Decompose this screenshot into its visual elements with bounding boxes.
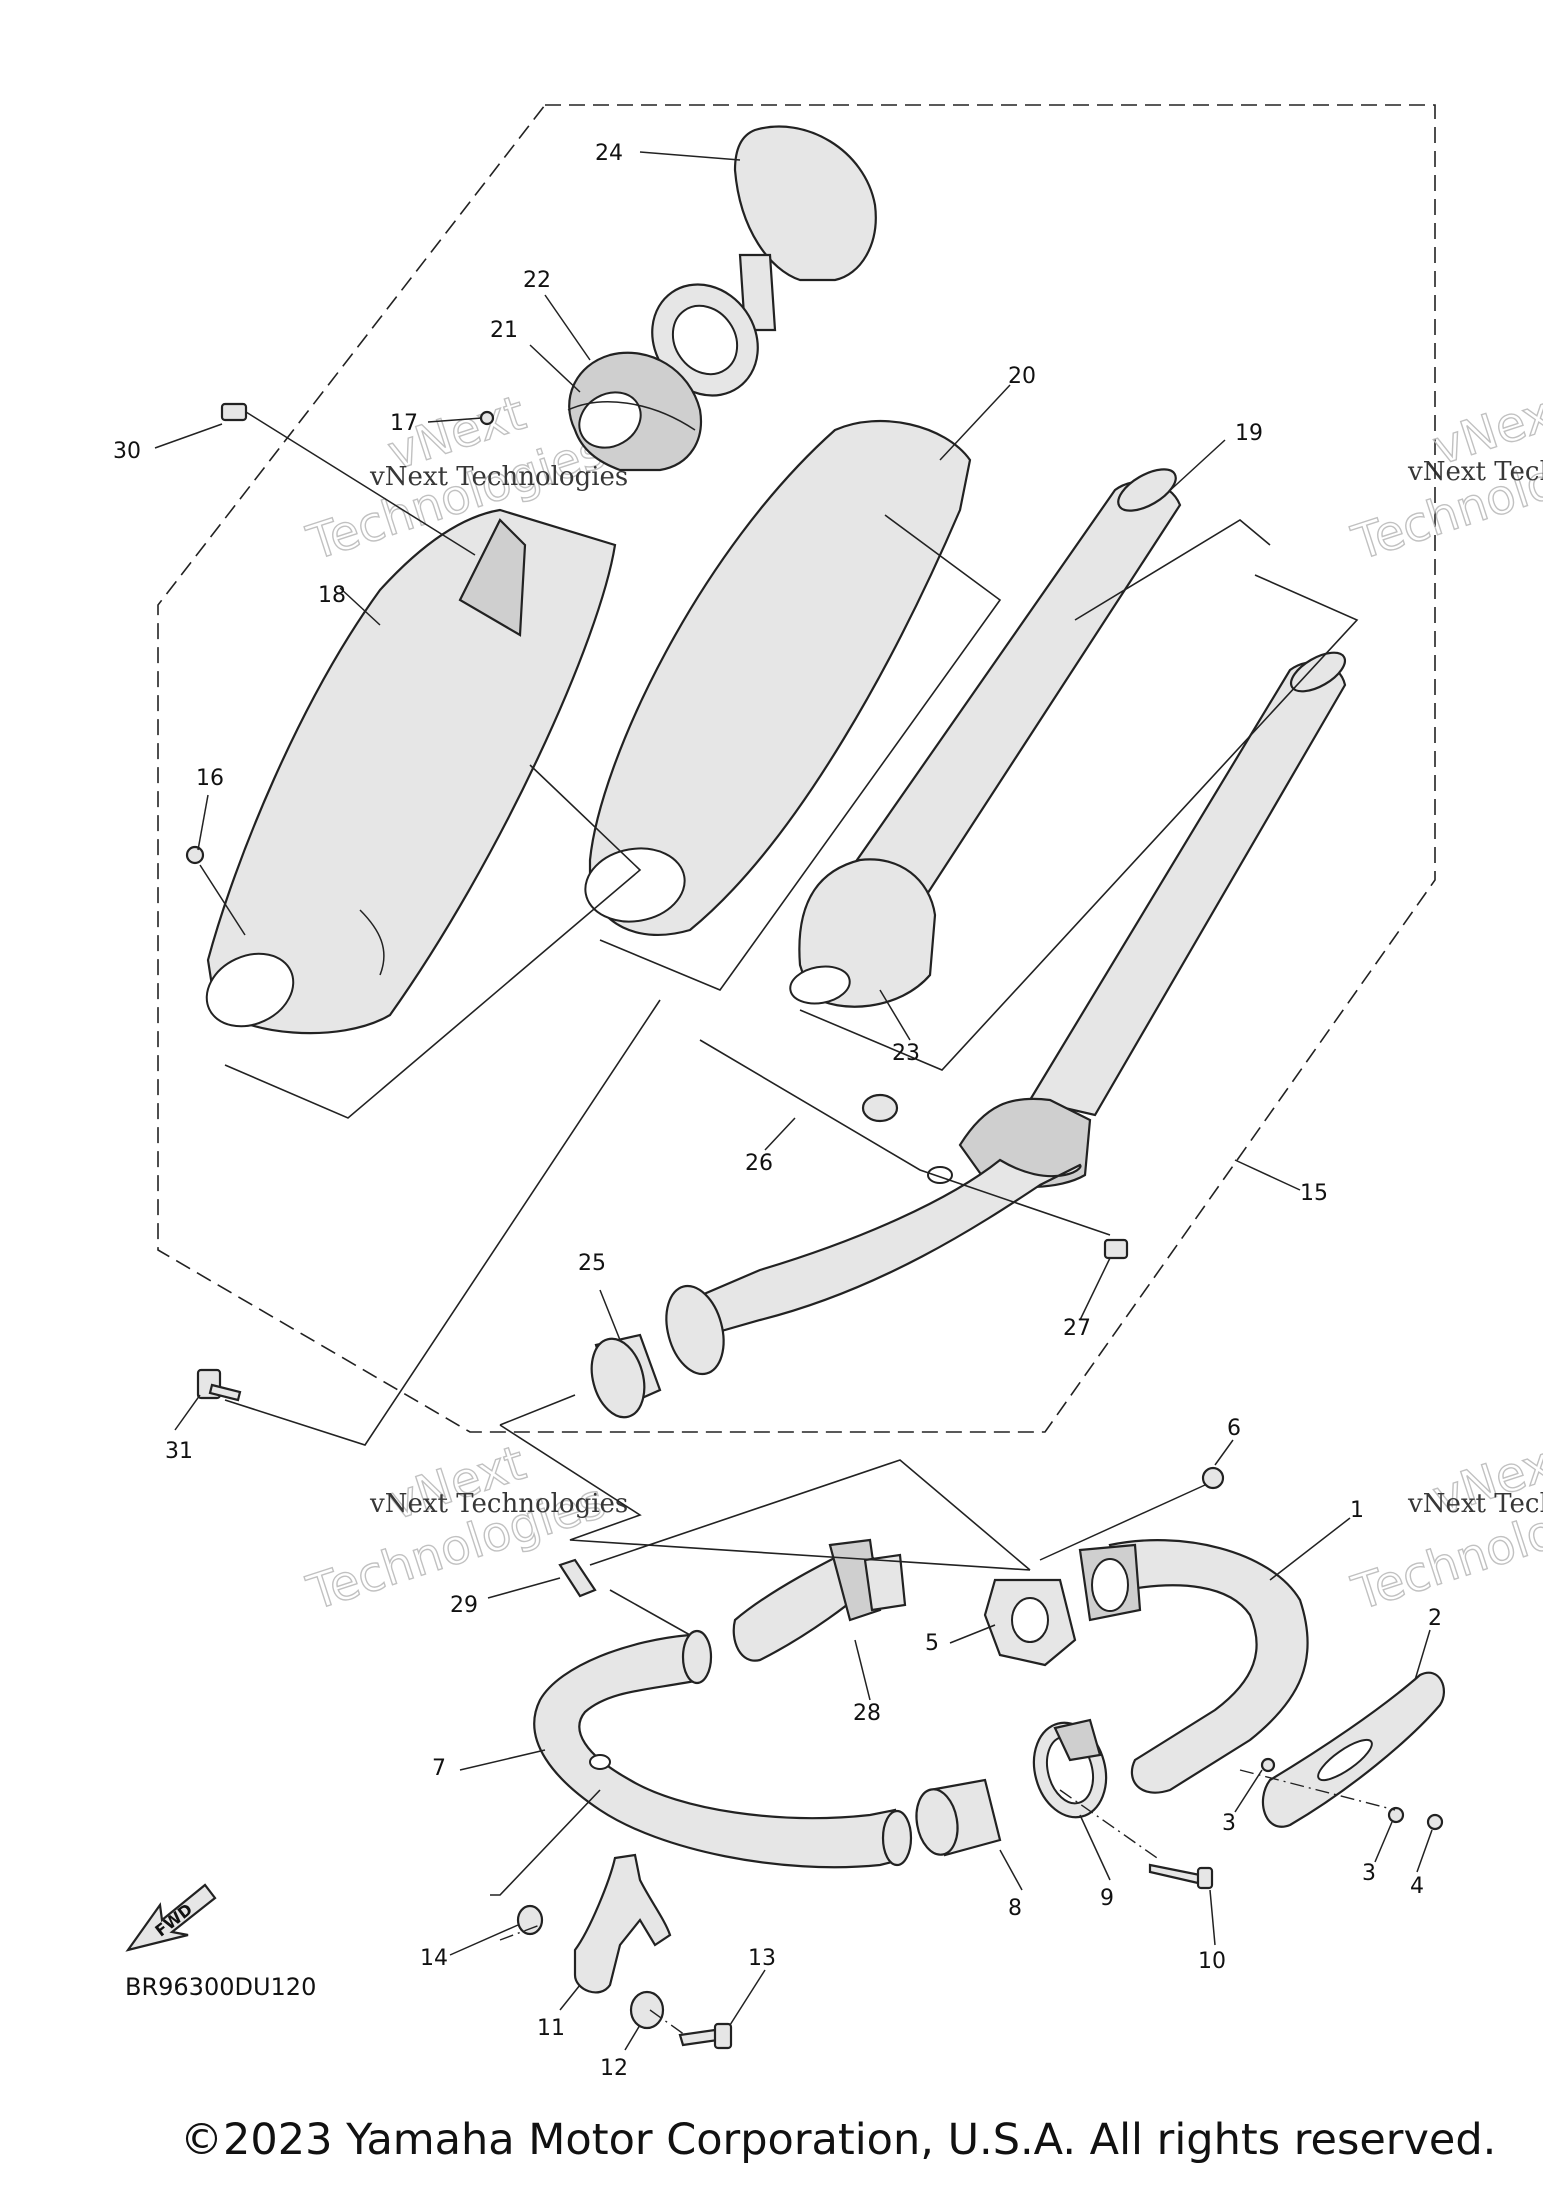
callout-21: 21: [490, 318, 518, 343]
callout-26: 26: [745, 1151, 773, 1176]
diagram-code: BR96300DU120: [125, 1973, 316, 2001]
callout-22: 22: [523, 268, 551, 293]
callout-5: 5: [925, 1631, 939, 1656]
copyright-notice: ©2023 Yamaha Motor Corporation, U.S.A. A…: [180, 2115, 1497, 2165]
part-17-washer: [479, 410, 495, 426]
part-2-heat-shield: [1261, 1671, 1445, 1828]
callout-19: 19: [1235, 421, 1263, 446]
callout-27: 27: [1063, 1316, 1091, 1341]
callout-31: 31: [165, 1439, 193, 1464]
callout-30: 30: [113, 439, 141, 464]
callout-1: 1: [1350, 1498, 1364, 1523]
part-24-end-cap: [733, 125, 877, 282]
part-3-washer-lower: [1387, 1806, 1405, 1824]
part-26-grommet: [861, 1093, 899, 1123]
part-29-bolt: [558, 1558, 597, 1598]
callout-8: 8: [1008, 1896, 1022, 1921]
callout-24: 24: [595, 141, 623, 166]
part-4-bolt: [1426, 1813, 1444, 1831]
svg-text:vNext Technologies: vNext Technologies: [369, 1489, 628, 1519]
part-30-bolt: [220, 402, 476, 556]
part-20-muffler-body: [584, 419, 972, 937]
part-7-exhaust-pipe: [533, 1629, 913, 1869]
part-19-inner-pipe: [789, 468, 1182, 1008]
callout-18: 18: [318, 583, 346, 608]
callout-7: 7: [432, 1756, 446, 1781]
callout-9: 9: [1100, 1886, 1114, 1911]
part-16-nut: [185, 845, 246, 936]
callout-12: 12: [600, 2056, 628, 2081]
callout-6: 6: [1227, 1416, 1241, 1441]
part-13-bolt: [678, 2022, 733, 2050]
callout-labels: 1 2 3 3 4 5 6 7 8 9 10 11 12 13 14 15 16…: [113, 141, 1442, 2081]
part-6-nut: [1039, 1466, 1225, 1561]
svg-text:vNext Technologies: vNext Technologies: [1407, 457, 1543, 487]
part-1-exhaust-header: [1078, 1539, 1309, 1794]
callout-4: 4: [1410, 1874, 1424, 1899]
callout-2: 2: [1428, 1606, 1442, 1631]
assembly-boundary: [157, 104, 1436, 1433]
part-5-gasket: [983, 1578, 1077, 1667]
watermark-bottom-right: vNext Technologies vNext Technologies: [1345, 1429, 1543, 1622]
callout-3-a: 3: [1222, 1811, 1236, 1836]
part-10-bolt: [1148, 1863, 1214, 1890]
part-3-washer-upper: [1260, 1757, 1276, 1773]
part-31-bolt: [196, 1368, 242, 1402]
callout-28: 28: [853, 1701, 881, 1726]
assembly-lines: [224, 514, 1396, 2036]
callout-15: 15: [1300, 1181, 1328, 1206]
callout-17: 17: [390, 411, 418, 436]
part-8-sleeve: [915, 1778, 1002, 1857]
watermark-top-right: vNext Technologies vNext Technologies: [1345, 379, 1543, 572]
callout-10: 10: [1198, 1949, 1226, 1974]
callout-16: 16: [196, 766, 224, 791]
svg-text:vNext Technologies: vNext Technologies: [369, 462, 628, 492]
callout-29: 29: [450, 1593, 478, 1618]
callout-20: 20: [1008, 364, 1036, 389]
part-28-heat-shield: [732, 1538, 907, 1662]
part-22-mesh-cap: [567, 351, 703, 472]
callout-13: 13: [748, 1946, 776, 1971]
callout-3-b: 3: [1362, 1861, 1376, 1886]
svg-text:vNext Technologies: vNext Technologies: [1407, 1489, 1543, 1519]
part-14-grommet: [516, 1904, 544, 1936]
part-18-muffler-cover: [205, 508, 617, 1035]
part-11-bracket: [573, 1853, 672, 1994]
callout-14: 14: [420, 1946, 448, 1971]
callout-25: 25: [578, 1251, 606, 1276]
part-25-sleeve: [590, 1333, 662, 1419]
part-27-bolt: [1103, 1238, 1129, 1260]
part-9-clamp: [1032, 1718, 1108, 1819]
part-15-header-pipe: [665, 651, 1347, 1376]
callout-11: 11: [537, 2016, 565, 2041]
callout-23: 23: [892, 1041, 920, 1066]
callout-leaders: [154, 151, 1433, 2051]
fwd-arrow-icon: FWD: [125, 1883, 217, 1952]
part-12-collar: [629, 1990, 665, 2030]
